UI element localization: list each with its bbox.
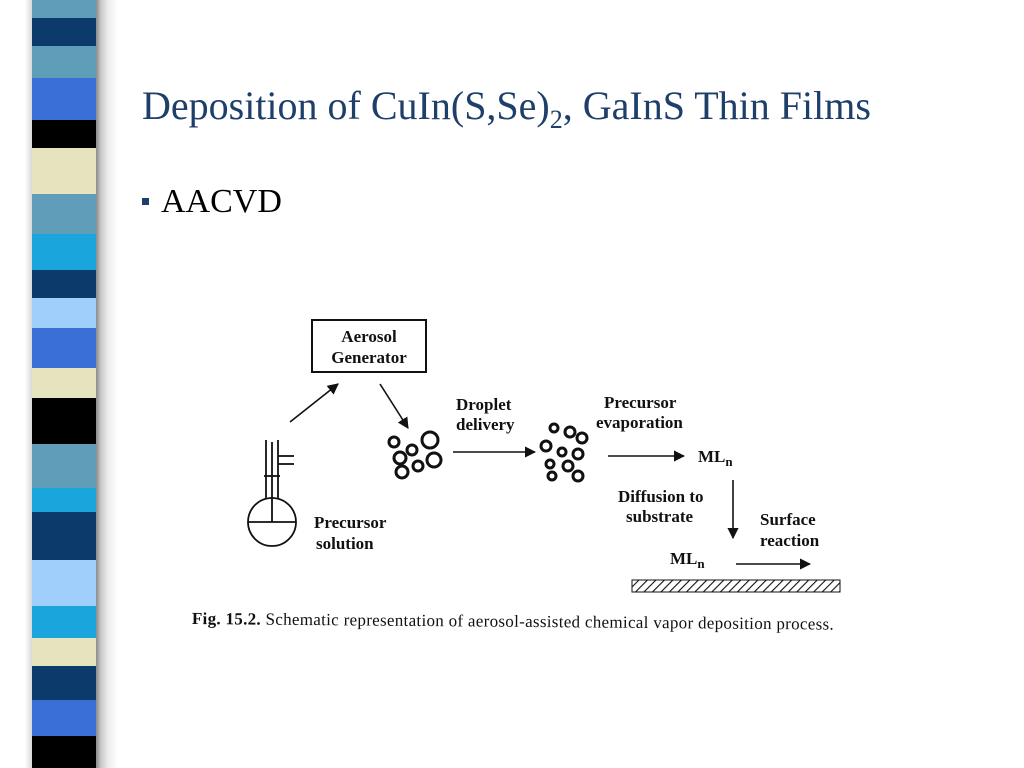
aerosol-label: Aerosol xyxy=(341,327,397,346)
surface-label: Surface xyxy=(760,510,816,529)
mln-label-1: MLn xyxy=(698,447,733,469)
figure-caption: Fig. 15.2. Schematic representation of a… xyxy=(192,608,892,635)
bullet-text: AACVD xyxy=(161,183,282,220)
droplet-label: Droplet xyxy=(456,395,512,414)
generator-to-droplets-arrow xyxy=(379,383,409,429)
aacvd-schematic-figure: Aerosol Generator Droplet delivery xyxy=(247,319,841,593)
flask-icon xyxy=(247,440,297,547)
title-rest-text: , GaInS Thin Films xyxy=(562,83,871,128)
precursor-evap-label: Precursor xyxy=(604,393,677,412)
bullet-item: AACVD xyxy=(142,182,282,223)
title-main-text: Deposition of CuIn(S,Se) xyxy=(142,83,550,128)
substrate-label: substrate xyxy=(626,507,694,526)
mln-label-2: MLn xyxy=(670,549,705,571)
droplet-cluster-2 xyxy=(539,422,589,483)
title-subscript: 2 xyxy=(549,105,563,134)
reaction-label: reaction xyxy=(760,531,820,550)
bullet-square-icon xyxy=(142,197,149,205)
aerosol-generator-box: Aerosol Generator xyxy=(311,319,427,373)
caption-text: Schematic representation of aerosol-assi… xyxy=(265,609,835,634)
caption-fig-number: Fig. 15.2. xyxy=(191,608,262,629)
flask-to-generator-arrow xyxy=(289,383,339,423)
diffusion-label: Diffusion to xyxy=(618,487,703,506)
decorative-side-stripe xyxy=(0,0,118,768)
droplet-cluster-1 xyxy=(387,430,443,480)
solution-label: solution xyxy=(316,534,374,553)
evaporation-label: evaporation xyxy=(596,413,683,432)
delivery-label: delivery xyxy=(456,415,515,434)
precursor-solution-label: Precursor xyxy=(314,513,387,532)
slide-title: Deposition of CuIn(S,Se)2, GaInS Thin Fi… xyxy=(142,82,871,135)
substrate-hatched xyxy=(631,579,841,593)
generator-label: Generator xyxy=(331,348,407,367)
